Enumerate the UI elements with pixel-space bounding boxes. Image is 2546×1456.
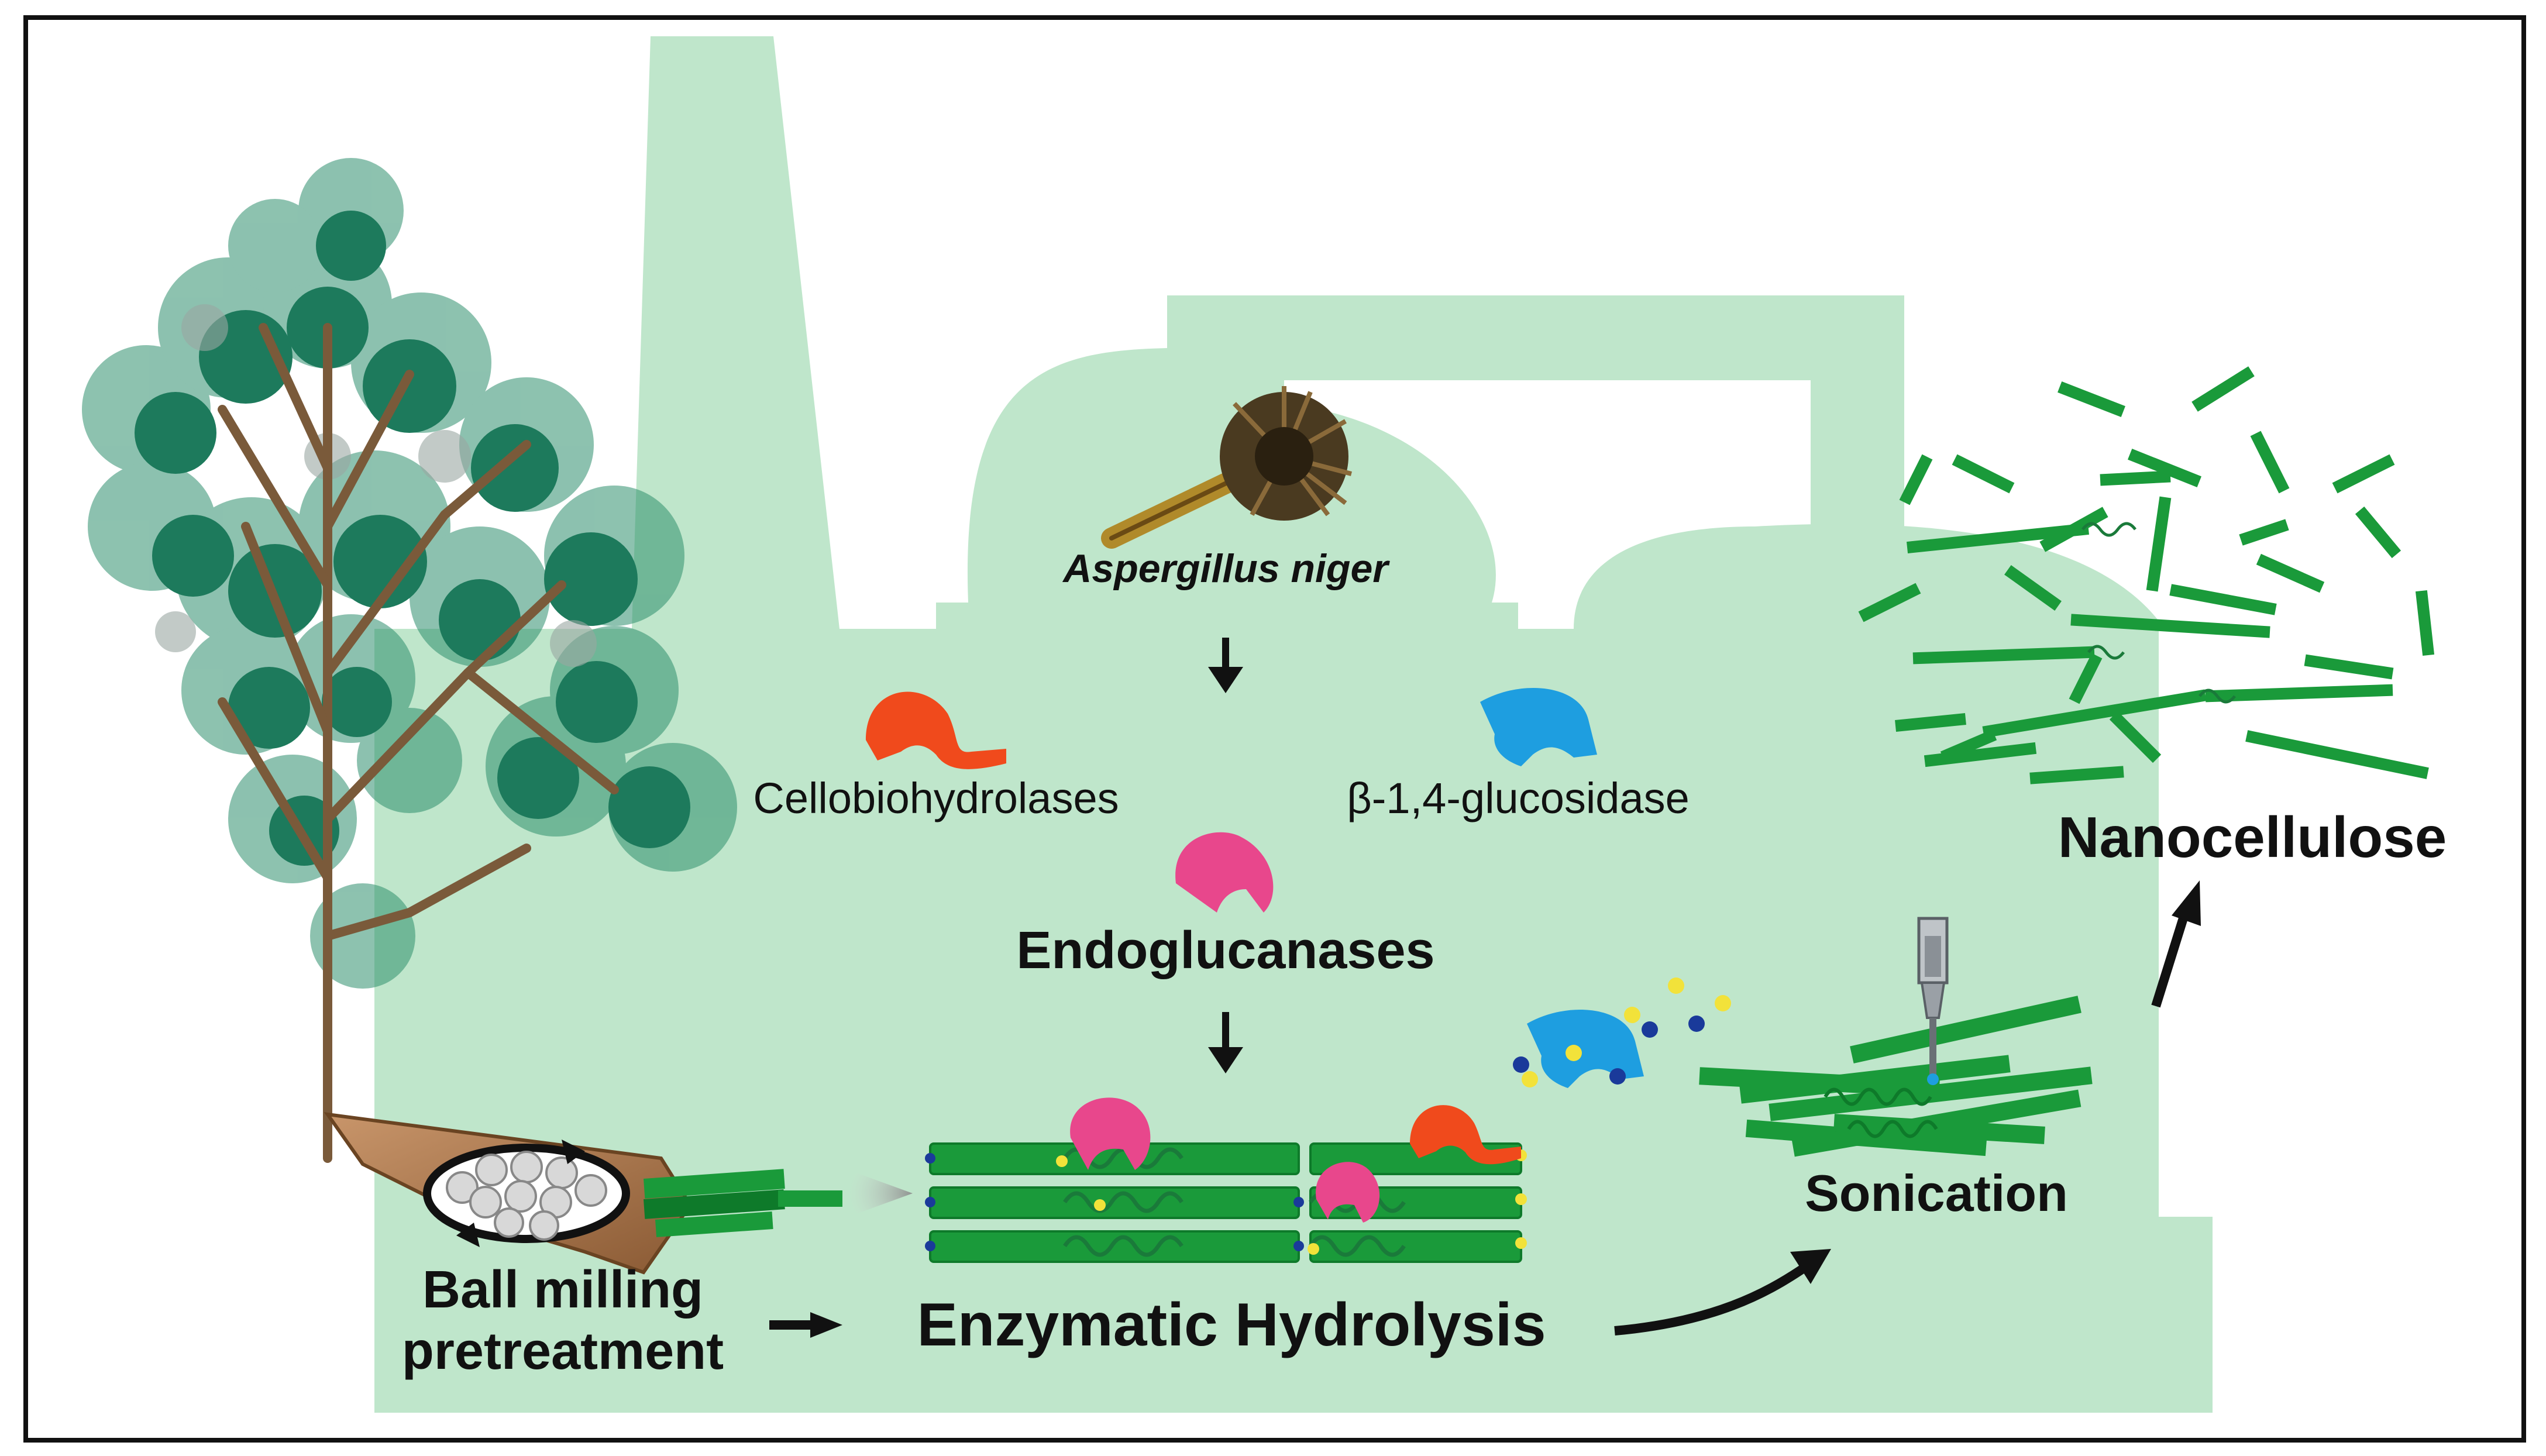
sonication-label: Sonication — [1805, 1164, 2068, 1222]
nanocellulose-fibers — [1858, 366, 2435, 784]
arrow-hydrolysis-to-sonication — [1614, 1249, 1831, 1335]
endoglucanase-icon — [1175, 832, 1274, 913]
cellobiohydrolase-label: Cellobiohydrolases — [753, 774, 1119, 822]
factory-silhouette — [374, 36, 2213, 1413]
arrow-down-1 — [1208, 638, 1243, 693]
arrow-pretreatment-to-hydrolysis — [769, 1312, 842, 1338]
pretreatment-label-line1: Ball milling — [422, 1261, 703, 1319]
nanocellulose-label: Nanocellulose — [2058, 805, 2447, 869]
sonicator-probe-icon — [1917, 917, 1949, 1085]
ball-mill-icon — [324, 1112, 913, 1275]
sonicated-fibers — [1699, 996, 2093, 1157]
cellobiohydrolase-icon — [866, 691, 1006, 769]
organism-label: Aspergillus niger — [1062, 546, 1390, 591]
tree-icon — [82, 158, 737, 1163]
aspergillus-icon — [1101, 386, 1353, 549]
arrow-down-2 — [1208, 1012, 1243, 1073]
glucose-release — [1513, 977, 1731, 1088]
arrow-sonication-to-nanocellulose — [2151, 880, 2201, 1008]
endoglucanase-label: Endoglucanases — [1016, 921, 1434, 980]
microfibril-bundle — [925, 1097, 1527, 1263]
hydrolysis-label: Enzymatic Hydrolysis — [917, 1291, 1546, 1359]
cellulose-fiber-icon — [644, 1169, 842, 1237]
beta-glucosidase-icon — [1480, 688, 1597, 766]
beta-glucosidase-label: β-1,4-glucosidase — [1347, 774, 1690, 822]
pretreatment-label-line2: pretreatment — [402, 1322, 724, 1381]
